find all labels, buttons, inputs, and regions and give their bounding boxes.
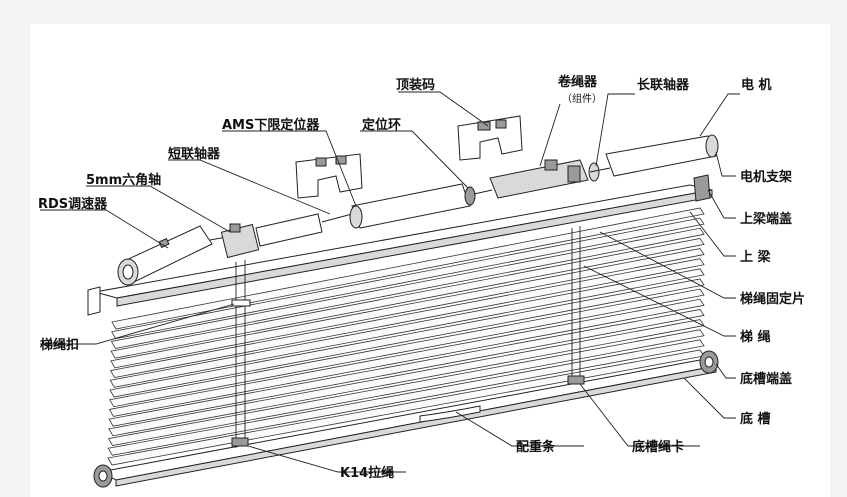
label-top-beam: 上 梁 [740, 249, 772, 265]
motor [605, 134, 719, 177]
label-motor: 电 机 [741, 77, 772, 93]
slat [110, 248, 705, 369]
label-bottom-rail-cap: 底槽端盖 [740, 371, 792, 387]
label-weight-bar: 配重条 [516, 439, 556, 455]
label-pull-cord: K14拉绳 [340, 465, 394, 481]
hex-shaft-3 [473, 189, 493, 195]
hex-shaft-2 [321, 213, 353, 223]
slat [107, 329, 705, 447]
long-coupler [588, 162, 611, 182]
ladder-buckle [231, 299, 251, 307]
label-rope-winder-sub: （组件） [562, 92, 602, 105]
label-top-mount: 顶装码 [396, 77, 435, 93]
label-rds-governor: RDS调速器 [38, 196, 108, 212]
label-short-coupler: 短联轴器 [168, 146, 221, 162]
rope-winder-left [220, 223, 260, 259]
slat [108, 298, 705, 417]
slat [108, 308, 705, 427]
slat [109, 278, 705, 398]
label-top-beam-cap: 上梁端盖 [740, 211, 792, 227]
top-beam [87, 174, 713, 316]
bottom-rope-clip-left [231, 437, 249, 447]
label-long-coupler: 长联轴器 [637, 77, 690, 93]
bottom-rail-cap-left [93, 464, 113, 488]
bottom-rail-cap-right [699, 350, 719, 374]
ladder-ropes [231, 226, 585, 448]
slat [109, 288, 705, 408]
weight-bar [419, 405, 481, 423]
slat [109, 268, 705, 388]
label-hex-shaft: 5mm六角轴 [86, 172, 161, 188]
slats [107, 207, 705, 466]
positioning-ring [464, 186, 476, 206]
slat [109, 258, 705, 379]
bottom-rail [93, 350, 719, 488]
rds-governor [117, 225, 213, 286]
label-ladder-buckle: 梯绳扣 [40, 337, 79, 353]
label-bottom-rope-clip: 底槽绳卡 [632, 439, 684, 455]
label-ladder-fixing: 梯绳固定片 [740, 291, 805, 307]
rope-winder-right [489, 159, 589, 199]
bottom-rope-clip-right [567, 375, 585, 385]
label-rope-winder: 卷绳器 [558, 74, 598, 90]
slat [111, 217, 705, 340]
label-ams-limiter: AMS下限定位器 [222, 117, 320, 133]
label-bottom-rail: 底 槽 [740, 411, 771, 427]
slat [107, 339, 705, 456]
label-ladder-rope: 梯 绳 [740, 329, 771, 345]
top-mount-left [295, 153, 363, 199]
slat [110, 237, 705, 359]
slat [110, 227, 705, 349]
label-positioning-ring: 定位环 [361, 117, 401, 133]
ams-limiter [349, 183, 471, 229]
top-mount-right [457, 115, 523, 161]
top-beam-cap [693, 174, 711, 202]
leader-lines [40, 91, 740, 473]
short-coupler [255, 213, 323, 247]
label-motor-bracket: 电机支架 [740, 169, 792, 185]
labels: 电 机 长联轴器 卷绳器 （组件） 顶装码 定位环 AMS下限定位器 短联轴器 … [38, 74, 805, 481]
slat [111, 207, 705, 330]
